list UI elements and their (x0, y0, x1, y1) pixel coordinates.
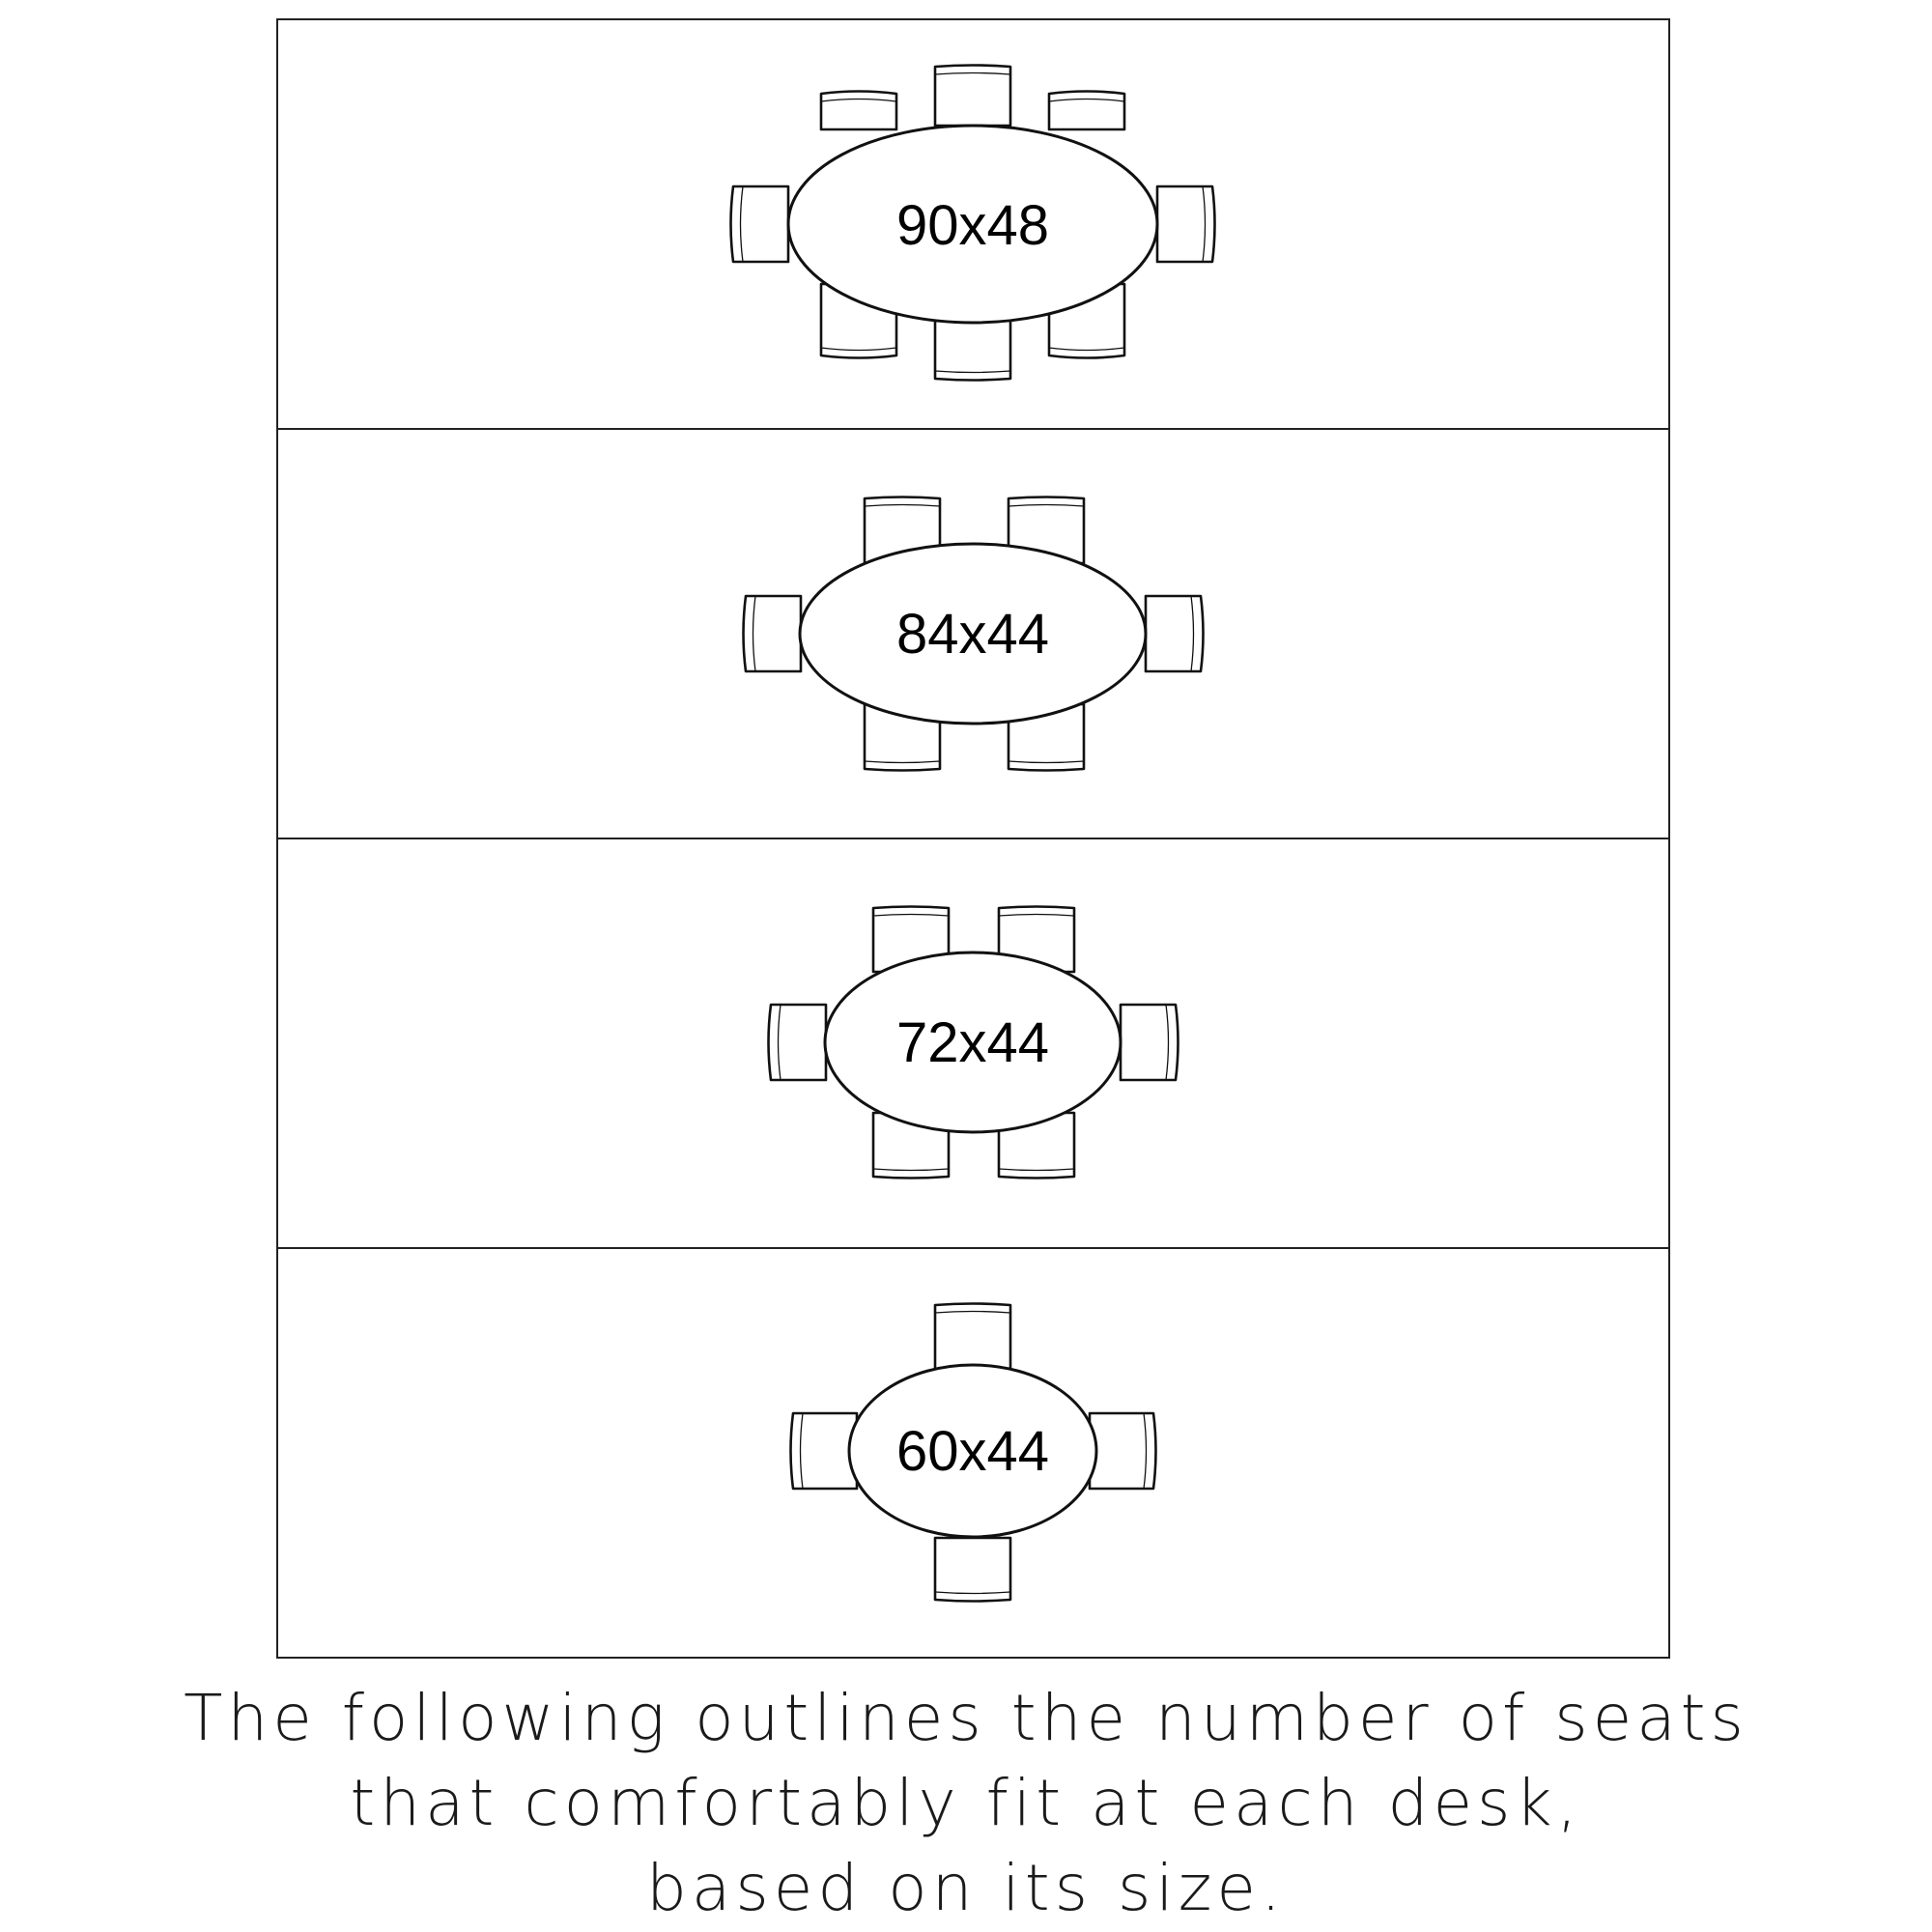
chair-bottom (933, 1536, 1012, 1603)
chair-top-center (933, 64, 1012, 128)
table-top (847, 1363, 1098, 1539)
chair-right-end (1088, 1411, 1157, 1491)
table-size-label: 90x48 (896, 194, 1049, 257)
table-size-label: 60x44 (896, 1420, 1049, 1483)
table-top (786, 124, 1159, 325)
chair-top (933, 1302, 1012, 1384)
table-panel-90x48: 90x48 (276, 18, 1670, 430)
chair-right-end (1144, 594, 1205, 673)
table-panel-84x44: 84x44 (276, 428, 1670, 839)
chairs (789, 1302, 1157, 1603)
chair-right-end (1155, 185, 1216, 264)
chair-left-end (729, 185, 790, 264)
caption-line: based on its size. (646, 1851, 1286, 1925)
chair-top-right (1007, 496, 1086, 565)
chair-bottom-right (1007, 702, 1086, 772)
table-panel-60x44: 60x44 (276, 1247, 1670, 1659)
caption-line: The following outlines the number of sea… (184, 1681, 1748, 1755)
table-size-label: 84x44 (896, 603, 1049, 666)
table-panel-72x44: 72x44 (276, 838, 1670, 1249)
chair-bottom-center (933, 318, 1012, 382)
caption: The following outlines the number of sea… (0, 1676, 1932, 1931)
table-top (798, 542, 1148, 725)
chair-right-end (1119, 1003, 1179, 1082)
chair-left-end (767, 1003, 828, 1082)
caption-line: that comfortably fit at each desk, (350, 1766, 1582, 1840)
chair-left-end (789, 1411, 859, 1491)
chair-top-right (1047, 90, 1126, 131)
chair-top-left (819, 90, 898, 131)
table-size-label: 72x44 (896, 1011, 1049, 1074)
chair-left-end (742, 594, 803, 673)
table-top (823, 951, 1122, 1134)
chairs (742, 496, 1205, 772)
